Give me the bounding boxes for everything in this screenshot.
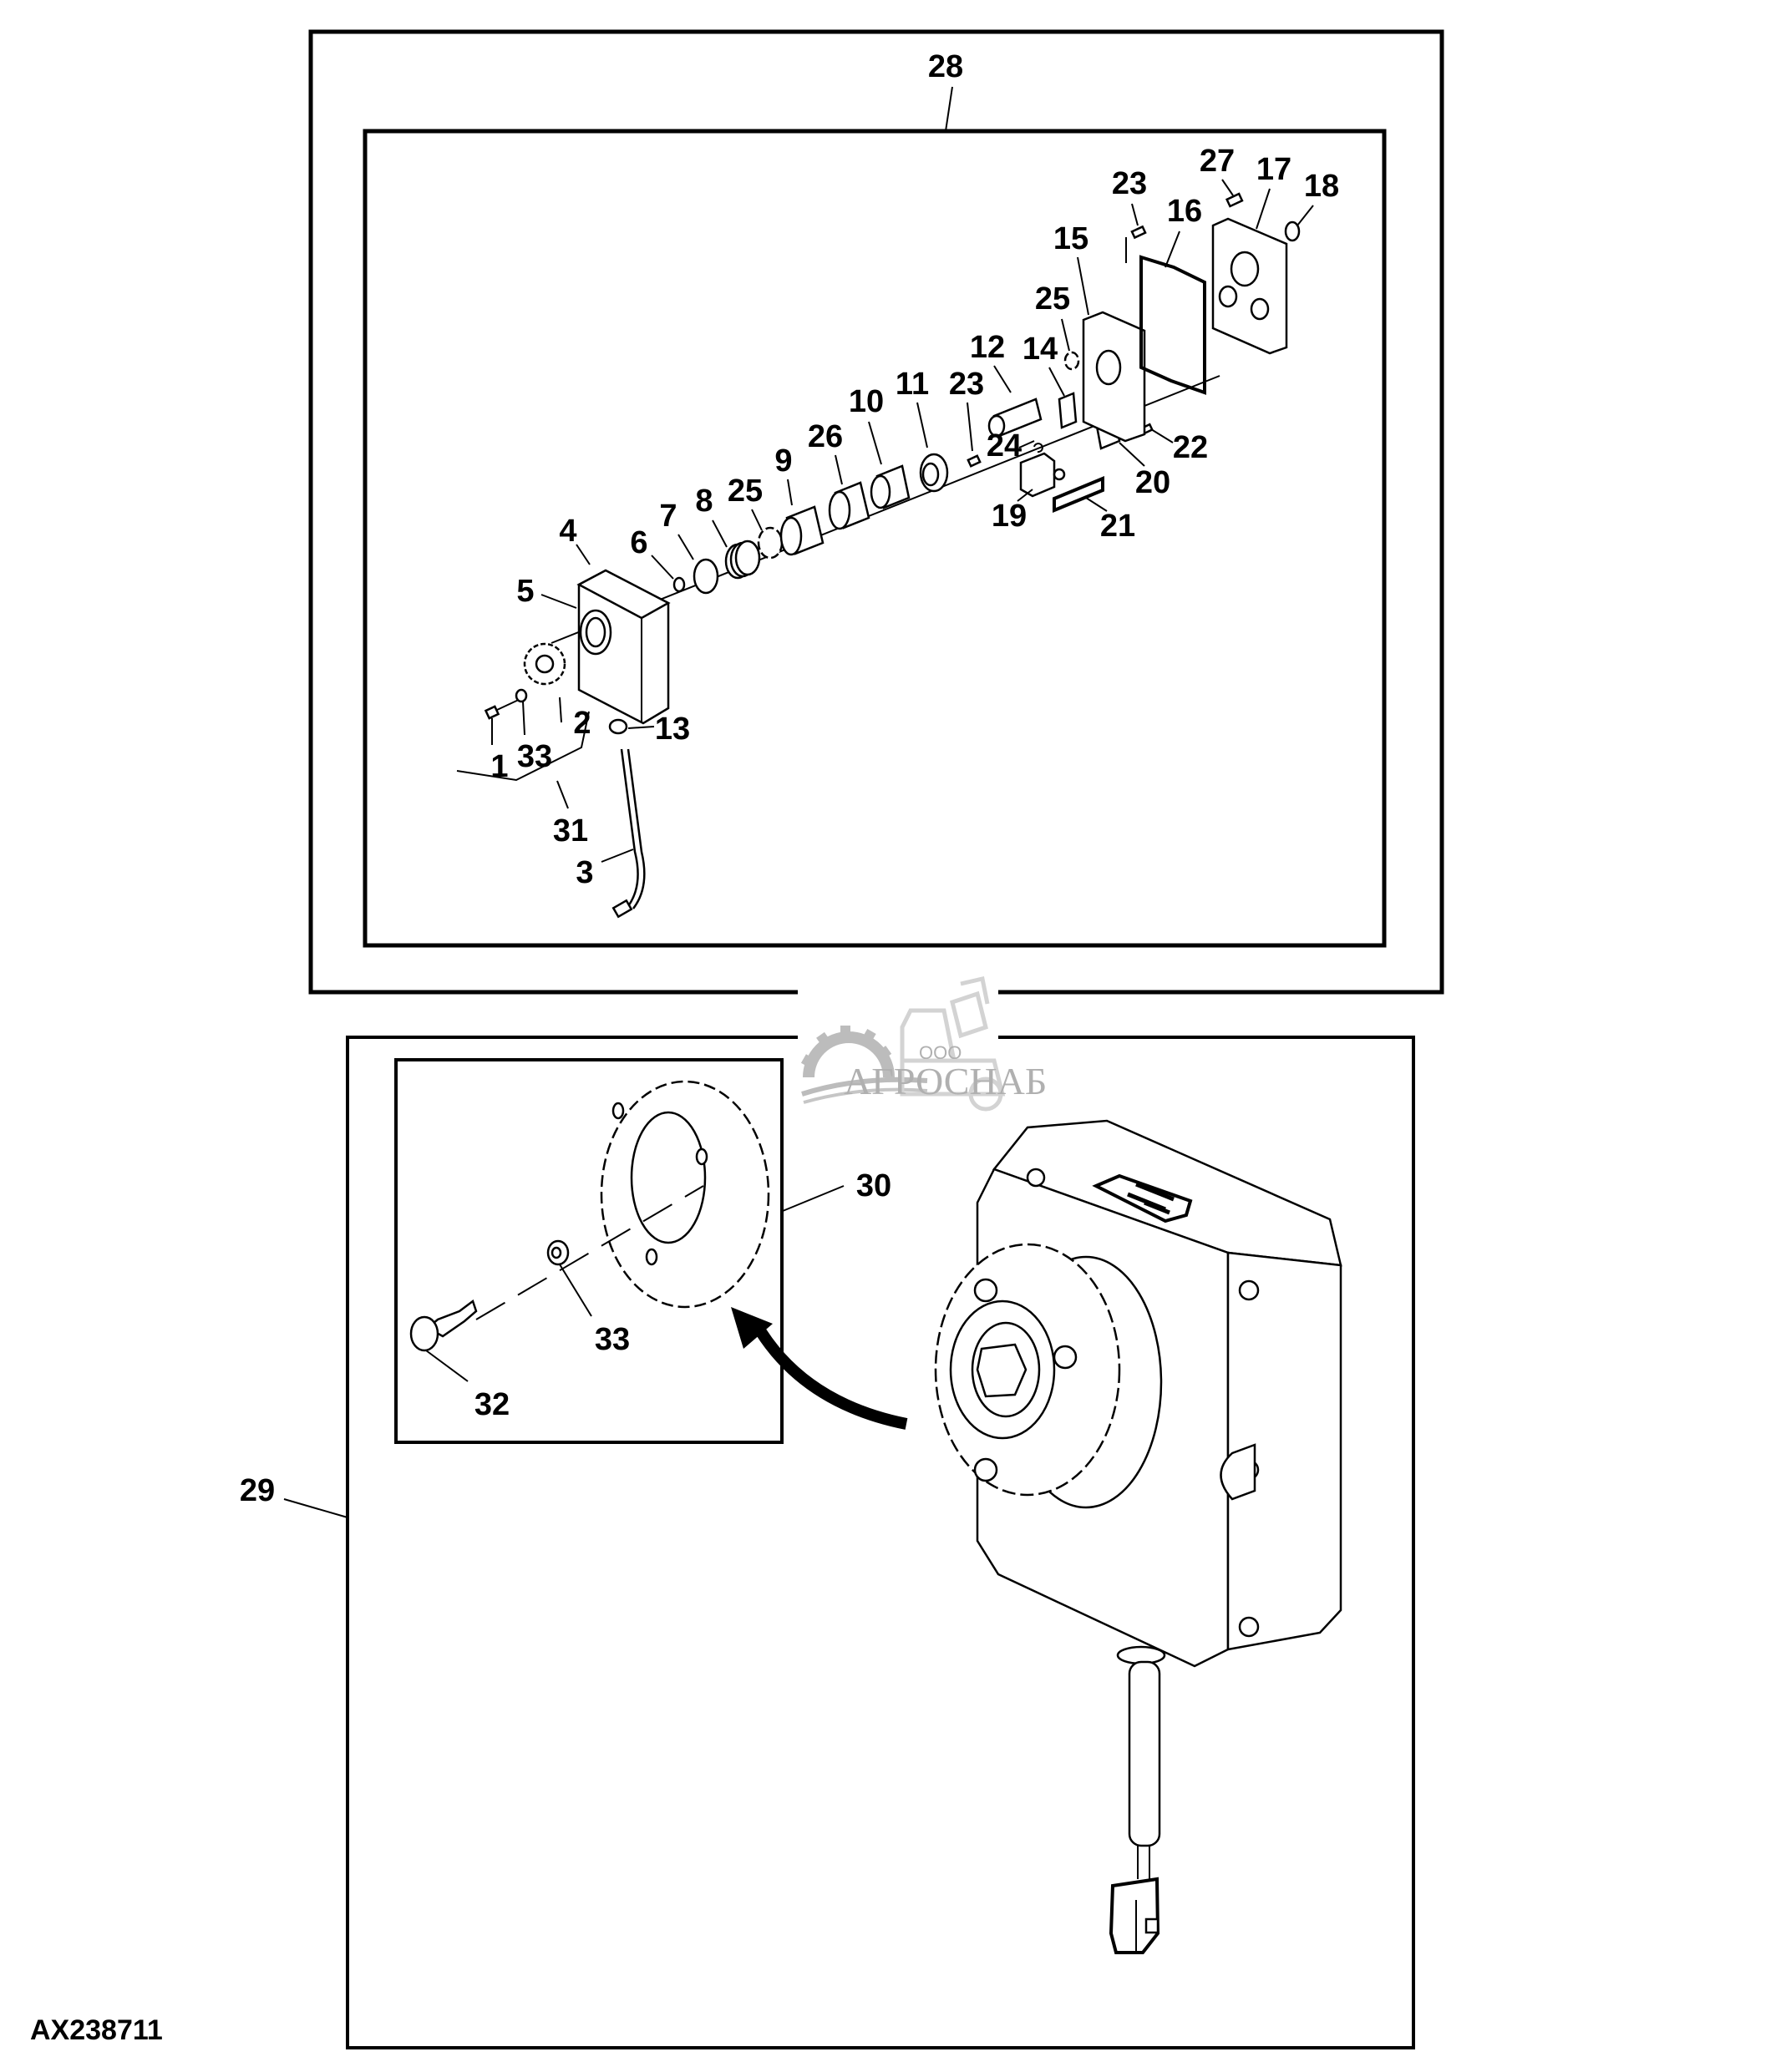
cover-part	[1211, 217, 1288, 355]
upper-inner-frame	[363, 129, 1387, 948]
clip-part	[1033, 443, 1043, 453]
callout-33a: 33	[517, 739, 552, 774]
plug-part	[1284, 220, 1301, 242]
actuator-cable	[1116, 1645, 1166, 1879]
hex-bolt-part	[409, 1299, 478, 1352]
figure-id: AX238711	[30, 2014, 163, 2046]
callout-27: 27	[1200, 144, 1235, 179]
gear-icon	[800, 1026, 928, 1104]
mounted-sprocket	[934, 1243, 1121, 1497]
callout-4: 4	[559, 514, 576, 549]
callout-11: 11	[896, 367, 929, 402]
electrical-connector	[1109, 1877, 1160, 1954]
callout-33b: 33	[595, 1322, 630, 1357]
o-ring-part	[672, 576, 686, 593]
nut-part	[608, 718, 628, 735]
callout-23a: 23	[1112, 166, 1147, 201]
callout-10: 10	[849, 384, 884, 419]
watermark-prefix: ООО	[919, 1042, 962, 1063]
seal-part	[693, 558, 719, 595]
label-plate-part	[1053, 476, 1104, 513]
circuit-plate-part	[1082, 311, 1146, 443]
watermark-name: АГРОСНАБ	[844, 1060, 1047, 1102]
shaft-part	[987, 398, 1043, 438]
lower-assembly-frame: 29	[240, 1036, 1415, 2049]
callout-28: 28	[928, 49, 963, 84]
callout-16: 16	[1167, 194, 1202, 229]
callout-19: 19	[992, 499, 1027, 534]
callout-9: 9	[774, 443, 792, 479]
install-direction-arrow-icon	[731, 1307, 908, 1430]
callout-25b: 25	[1035, 281, 1070, 317]
callout-5: 5	[516, 574, 534, 609]
snap-ring-part-2	[1063, 351, 1080, 371]
callout-3: 3	[576, 855, 593, 890]
callout-31: 31	[553, 813, 588, 849]
upper-assembly-frame: 28	[308, 29, 1444, 995]
exploded-parts	[484, 192, 1301, 919]
sprocket-inset-frame: 33 32 30	[394, 1058, 891, 1444]
callout-12: 12	[970, 330, 1005, 365]
callout-14: 14	[1022, 332, 1058, 367]
screw-part	[967, 454, 982, 468]
callout-15: 15	[1053, 221, 1088, 256]
bracket-part	[1058, 392, 1078, 429]
callout-23b: 23	[949, 367, 984, 402]
switch-block-part	[1019, 452, 1066, 498]
cable-harness-part	[611, 748, 646, 919]
callout-32: 32	[474, 1387, 510, 1422]
callout-22: 22	[1173, 430, 1208, 465]
small-sprocket-part	[523, 642, 566, 686]
large-sprocket-part	[600, 1080, 770, 1309]
callout-7: 7	[659, 499, 677, 534]
callout-21: 21	[1100, 509, 1135, 544]
spring-part	[724, 540, 761, 580]
callout-2: 2	[573, 706, 591, 741]
snap-ring-part	[757, 526, 784, 560]
callout-20: 20	[1135, 465, 1170, 500]
screw-part-27	[1225, 192, 1244, 208]
callout-30: 30	[856, 1168, 891, 1203]
callout-6: 6	[630, 525, 647, 560]
gasket-part	[1139, 255, 1206, 395]
callout-18: 18	[1304, 169, 1339, 204]
assembled-actuator	[934, 1119, 1342, 1954]
washer-part-inset	[546, 1239, 570, 1266]
actuator-housing-part	[576, 569, 671, 725]
bolt-part	[484, 697, 523, 720]
combine-harvester-icon	[900, 975, 1006, 1112]
callout-13: 13	[655, 712, 690, 747]
watermark: ООО АГРОСНАБ	[800, 975, 1047, 1112]
callout-26: 26	[808, 419, 843, 454]
callout-17: 17	[1256, 152, 1291, 187]
callout-1: 1	[490, 749, 508, 784]
upper-callouts: 4 5 6 7 8 25 9 26 10 11 23 12 14 24 19 2…	[456, 144, 1339, 890]
callout-25a: 25	[728, 474, 763, 509]
washer-part	[515, 688, 528, 703]
callout-24: 24	[987, 428, 1022, 464]
callout-8: 8	[695, 484, 713, 519]
screw-part-23	[1130, 225, 1147, 240]
callout-29: 29	[240, 1473, 275, 1508]
